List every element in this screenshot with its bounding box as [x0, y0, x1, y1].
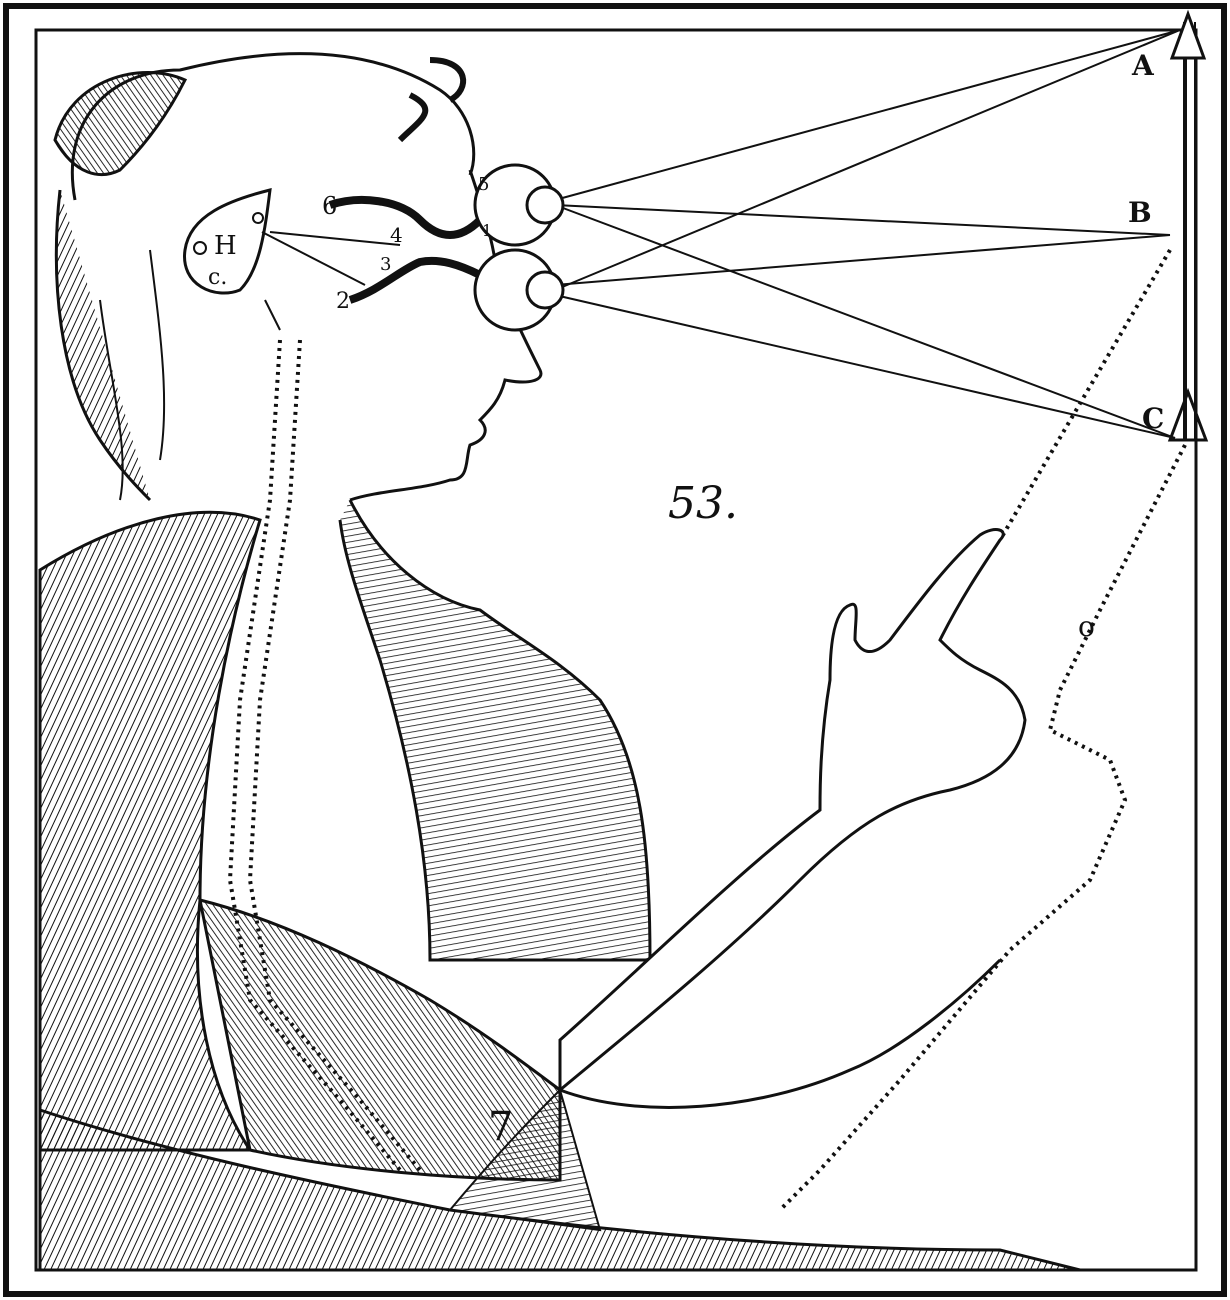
- label-6: 6: [322, 192, 337, 220]
- label-3: 3: [380, 254, 391, 275]
- label-b: B: [1128, 196, 1152, 229]
- gland-lines: [262, 232, 400, 330]
- pineal-gland: H c.: [185, 190, 270, 293]
- label-o: o: [1078, 610, 1095, 643]
- label-a: A: [1131, 49, 1155, 82]
- label-1: 1: [482, 221, 492, 240]
- label-c-lower: c.: [208, 265, 227, 290]
- label-h: H: [214, 231, 237, 261]
- figure-head: [55, 54, 541, 500]
- label-c: C: [1142, 402, 1164, 435]
- figure-number: 53.: [668, 478, 738, 529]
- light-rays: [555, 30, 1180, 438]
- label-4: 4: [390, 223, 403, 247]
- arrow-object: [1170, 14, 1206, 440]
- label-5: 5: [478, 174, 489, 195]
- optic-nerves: [330, 200, 480, 300]
- label-2: 2: [336, 289, 350, 314]
- label-7: 7: [488, 1104, 513, 1150]
